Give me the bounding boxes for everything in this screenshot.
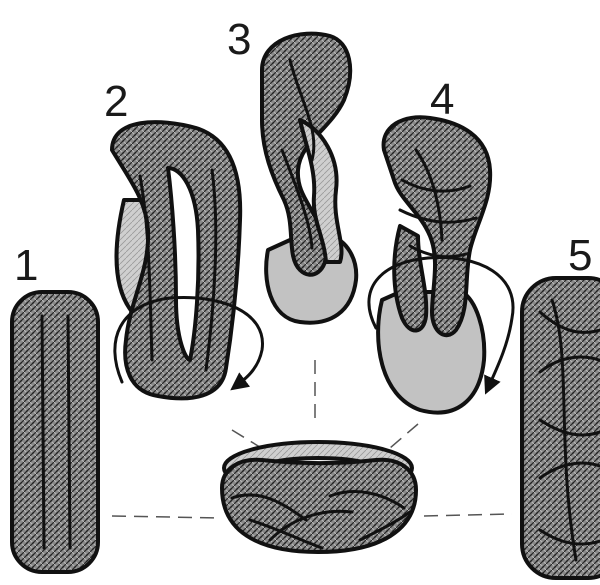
- step-2-number: 2: [104, 77, 128, 126]
- step-1-number: 1: [14, 241, 38, 290]
- connector-step-1: [112, 516, 222, 518]
- step-3-number: 3: [227, 15, 251, 64]
- step-5-number: 5: [568, 231, 592, 280]
- connector-step-5: [424, 514, 512, 516]
- step-2-loop-folded: [112, 122, 263, 398]
- step-5-finished-braid: [522, 278, 600, 578]
- braided-ring-result: [222, 442, 416, 552]
- step-4-number: 4: [430, 75, 454, 124]
- connector-step-4: [390, 424, 418, 448]
- step-4-braiding: [369, 117, 513, 412]
- step-3-strands-twisted: [262, 34, 356, 323]
- step-1-strands-laid-out: [12, 292, 98, 572]
